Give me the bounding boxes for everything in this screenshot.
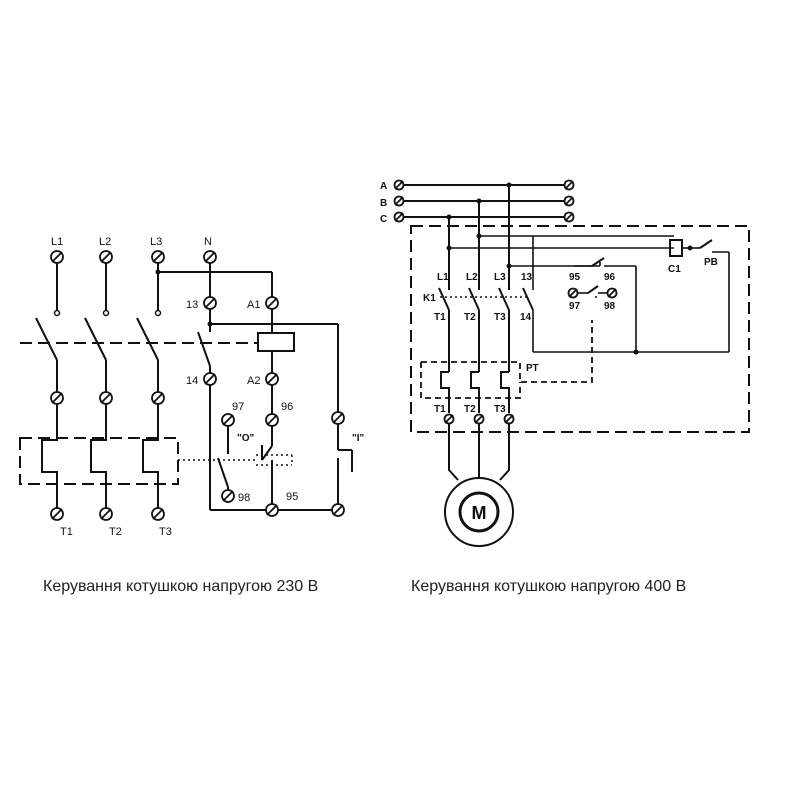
label-k1: K1 (423, 293, 436, 304)
label-k1-l1: L1 (437, 272, 449, 283)
terminal-n (203, 250, 217, 264)
terminal-l2 (99, 250, 113, 264)
label-k1-t1: T1 (434, 312, 446, 323)
label-r96: 96 (604, 272, 616, 283)
label-pb: PB (704, 257, 718, 268)
label-phase-a: A (380, 181, 387, 192)
terminal-l3 (151, 250, 165, 264)
motor-label: M (472, 503, 487, 523)
label-l2: L2 (99, 236, 111, 248)
motor: M (444, 477, 514, 547)
thermal-relay-box (19, 437, 179, 485)
thermal-elements (41, 404, 159, 508)
label-96: 96 (281, 401, 293, 413)
label-phase-c: C (380, 214, 387, 225)
label-98: 98 (238, 492, 250, 504)
label-a2: A2 (247, 375, 260, 387)
enclosure-400v (410, 225, 750, 433)
label-95: 95 (286, 491, 298, 503)
label-a1: A1 (247, 299, 260, 311)
label-k1-14: 14 (520, 312, 532, 323)
label-r95: 95 (569, 272, 581, 283)
label-t1: T1 (60, 526, 73, 538)
thermal-relay-rt (421, 320, 593, 383)
control-circuit-230: 13 A1 14 A2 97 (155, 263, 365, 517)
coil-230 (257, 332, 295, 352)
main-poles (35, 263, 162, 392)
label-c1: C1 (668, 264, 681, 275)
caption-400v: Керування котушкою напругою 400 В (411, 578, 686, 595)
label-k1-t3: T3 (494, 312, 506, 323)
label-97: 97 (232, 401, 244, 413)
label-rt: РТ (526, 363, 539, 374)
label-phase-b: B (380, 198, 387, 209)
diagram-400v: A B C C1 P (380, 179, 750, 595)
label-k1-13: 13 (521, 272, 533, 283)
label-l3: L3 (150, 236, 162, 248)
label-t2: T2 (109, 526, 122, 538)
label-t3: T3 (159, 526, 172, 538)
label-rt-t1: T1 (434, 404, 446, 415)
label-l1: L1 (51, 236, 63, 248)
caption-230v: Керування котушкою напругою 230 В (43, 578, 318, 595)
stop-button-label: "O" (237, 433, 255, 444)
terminal-l1 (50, 250, 64, 264)
label-k1-t2: T2 (464, 312, 476, 323)
label-r98: 98 (604, 301, 616, 312)
diagram-230v: L1 L2 L3 N (19, 236, 365, 595)
label-k1-l2: L2 (466, 272, 478, 283)
label-rt-t2: T2 (464, 404, 476, 415)
label-rt-t3: T3 (494, 404, 506, 415)
label-14: 14 (186, 375, 198, 387)
label-13: 13 (186, 299, 198, 311)
label-n: N (204, 236, 212, 248)
start-button-label: "I" (352, 433, 365, 444)
label-r97: 97 (569, 301, 581, 312)
label-k1-l3: L3 (494, 272, 506, 283)
